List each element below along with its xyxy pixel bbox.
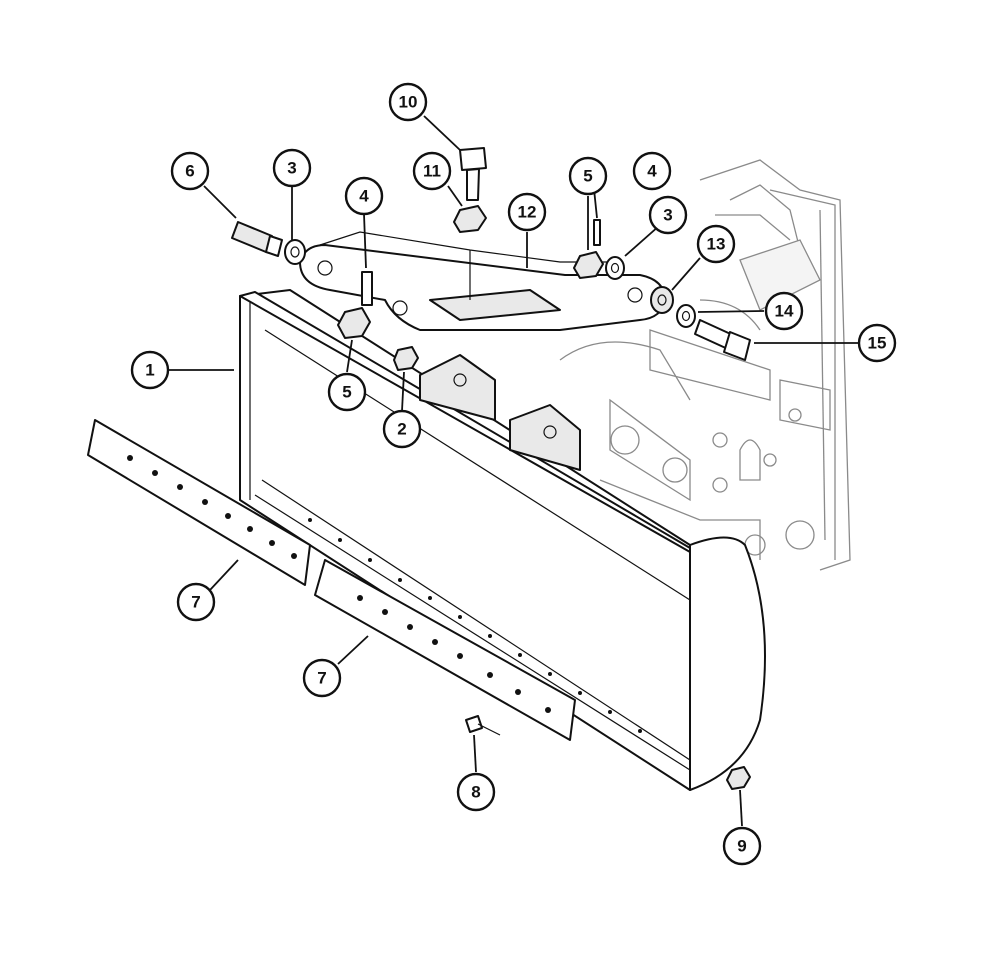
nut-11 bbox=[453, 205, 487, 233]
cotter-pin-4-left bbox=[361, 271, 373, 306]
bolt-10 bbox=[459, 147, 487, 201]
callout-3-right-label: 3 bbox=[663, 206, 672, 225]
callout-10-label: 10 bbox=[399, 93, 418, 112]
callout-3-right: 3 bbox=[648, 195, 688, 235]
callout-2-label: 2 bbox=[397, 420, 406, 439]
callout-8-label: 8 bbox=[471, 783, 480, 802]
callout-5-left-label: 5 bbox=[342, 383, 351, 402]
callout-10: 10 bbox=[388, 82, 428, 122]
bolt-8 bbox=[465, 715, 501, 736]
blade-mount-brackets bbox=[419, 354, 581, 471]
callout-3-left: 3 bbox=[272, 148, 312, 188]
nut-5-right bbox=[573, 251, 604, 279]
callout-4-right: 4 bbox=[632, 151, 672, 191]
callout-7-right: 7 bbox=[302, 658, 342, 698]
callout-2: 2 bbox=[382, 409, 422, 449]
washer-3-right bbox=[605, 256, 625, 280]
leader-lines bbox=[169, 115, 858, 827]
callout-7-left-label: 7 bbox=[191, 593, 200, 612]
callout-4-left-label: 4 bbox=[359, 187, 369, 206]
callout-12-label: 12 bbox=[518, 203, 537, 222]
callout-4-left: 4 bbox=[344, 176, 384, 216]
callout-15: 15 bbox=[857, 323, 897, 363]
callout-5-right-label: 5 bbox=[583, 167, 592, 186]
callout-5-right: 5 bbox=[568, 156, 608, 196]
callout-6-label: 6 bbox=[185, 162, 194, 181]
callout-4-right-label: 4 bbox=[647, 162, 657, 181]
callout-6: 6 bbox=[170, 151, 210, 191]
nut-5-left bbox=[337, 307, 371, 339]
cutting-edge-left bbox=[87, 419, 311, 586]
bolt-15 bbox=[694, 319, 751, 361]
nut-9 bbox=[726, 766, 751, 790]
nut-2 bbox=[393, 346, 419, 371]
callout-8: 8 bbox=[456, 772, 496, 812]
callout-14: 14 bbox=[764, 291, 804, 331]
spacer-13 bbox=[650, 286, 674, 314]
dozer-blade bbox=[239, 289, 766, 791]
callout-9-label: 9 bbox=[737, 837, 746, 856]
callout-13-label: 13 bbox=[707, 235, 726, 254]
callout-7-left: 7 bbox=[176, 582, 216, 622]
cutting-edge-right bbox=[314, 559, 576, 741]
callout-13: 13 bbox=[696, 224, 736, 264]
callout-15-label: 15 bbox=[868, 334, 887, 353]
callout-12: 12 bbox=[507, 192, 547, 232]
blade-bolt-holes bbox=[308, 518, 642, 733]
callout-11-label: 11 bbox=[423, 162, 441, 181]
callout-11: 11 bbox=[412, 151, 452, 191]
callout-14-label: 14 bbox=[775, 302, 794, 321]
pin-6 bbox=[231, 221, 283, 257]
callout-5-left: 5 bbox=[327, 372, 367, 412]
callout-9: 9 bbox=[722, 826, 762, 866]
callout-1: 1 bbox=[130, 350, 170, 390]
callout-7-right-label: 7 bbox=[317, 669, 326, 688]
washer-14 bbox=[676, 304, 696, 328]
callout-3-left-label: 3 bbox=[287, 159, 296, 178]
cotter-pin-4-right bbox=[593, 219, 601, 246]
callout-1-label: 1 bbox=[145, 361, 154, 380]
washer-3-left bbox=[284, 239, 306, 265]
tractor-frame-background bbox=[559, 159, 851, 571]
